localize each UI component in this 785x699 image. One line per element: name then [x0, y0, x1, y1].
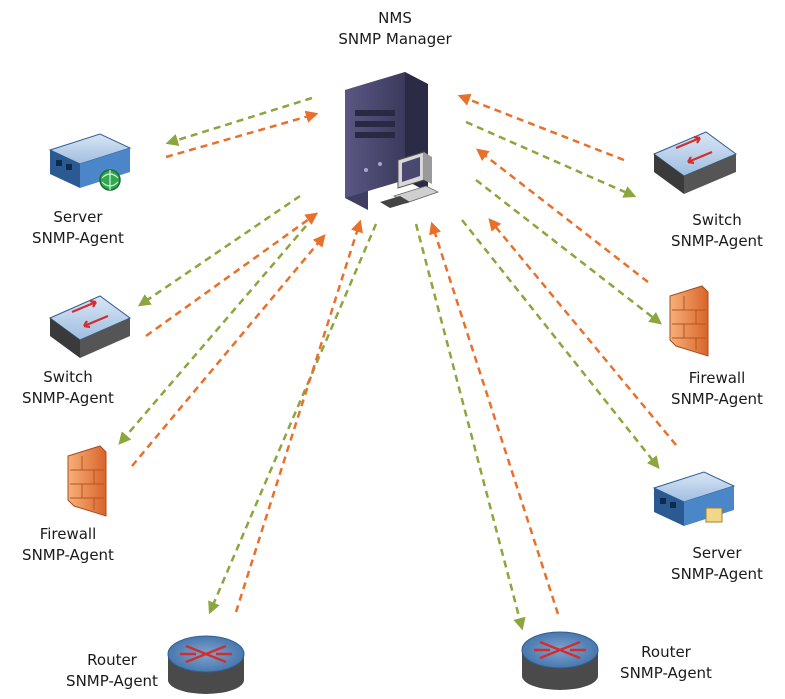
agent-role: SNMP-Agent — [22, 389, 114, 407]
server-right-icon — [652, 471, 736, 526]
response-arrow-switch-left — [145, 212, 319, 338]
agent-role: SNMP-Agent — [22, 546, 114, 564]
agent-label-server-right: Server SNMP-Agent — [650, 543, 784, 585]
agent-role: SNMP-Agent — [671, 390, 763, 408]
request-arrow-server-left — [165, 96, 313, 146]
request-arrow-router-right — [414, 223, 526, 631]
agent-label-router-left: Router SNMP-Agent — [44, 650, 180, 692]
firewall-left-icon — [67, 445, 107, 517]
agent-role: SNMP-Agent — [671, 232, 763, 250]
agent-label-switch-right: Switch SNMP-Agent — [650, 210, 784, 252]
agent-name: Switch — [692, 211, 742, 229]
server-left-icon — [48, 133, 132, 191]
request-arrow-firewall-right — [475, 179, 662, 325]
agent-label-firewall-right: Firewall SNMP-Agent — [650, 368, 784, 410]
response-arrow-firewall-left — [131, 234, 326, 467]
request-arrow-switch-right — [465, 120, 637, 198]
agent-name: Server — [692, 544, 742, 562]
response-arrow-server-right — [488, 218, 677, 446]
manager-label-line1: NMS — [378, 9, 412, 27]
agent-label-server-left: Server SNMP-Agent — [8, 207, 148, 249]
agent-name: Router — [641, 643, 691, 661]
response-arrow-firewall-right — [476, 148, 649, 283]
response-arrow-server-left — [165, 110, 319, 159]
response-arrow-switch-right — [457, 93, 625, 162]
agent-name: Switch — [43, 368, 93, 386]
agent-name: Firewall — [39, 525, 97, 543]
request-arrow-router-left — [208, 223, 378, 615]
agent-label-switch-left: Switch SNMP-Agent — [0, 367, 136, 409]
agent-role: SNMP-Agent — [620, 664, 712, 682]
agent-name: Server — [53, 208, 103, 226]
switch-right-icon — [652, 131, 738, 194]
firewall-right-icon — [669, 285, 709, 357]
response-arrow-router-left — [234, 219, 363, 613]
router-right-icon — [521, 631, 599, 690]
response-arrow-router-right — [429, 221, 560, 615]
agent-name: Firewall — [688, 369, 746, 387]
manager-label-line2: SNMP Manager — [338, 30, 452, 48]
agent-label-firewall-left: Firewall SNMP-Agent — [0, 524, 136, 566]
router-left-icon — [167, 635, 245, 694]
request-arrow-switch-left — [137, 194, 301, 307]
agent-name: Router — [87, 651, 137, 669]
request-arrow-server-right — [461, 219, 660, 469]
nms-server-tower-icon — [345, 72, 440, 210]
request-arrows — [118, 96, 662, 631]
agent-role: SNMP-Agent — [66, 672, 158, 690]
agent-label-router-right: Router SNMP-Agent — [596, 642, 736, 684]
agent-role: SNMP-Agent — [671, 565, 763, 583]
agent-role: SNMP-Agent — [32, 229, 124, 247]
response-arrows — [131, 93, 677, 615]
switch-left-icon — [49, 295, 131, 358]
manager-label: NMS SNMP Manager — [315, 8, 475, 50]
